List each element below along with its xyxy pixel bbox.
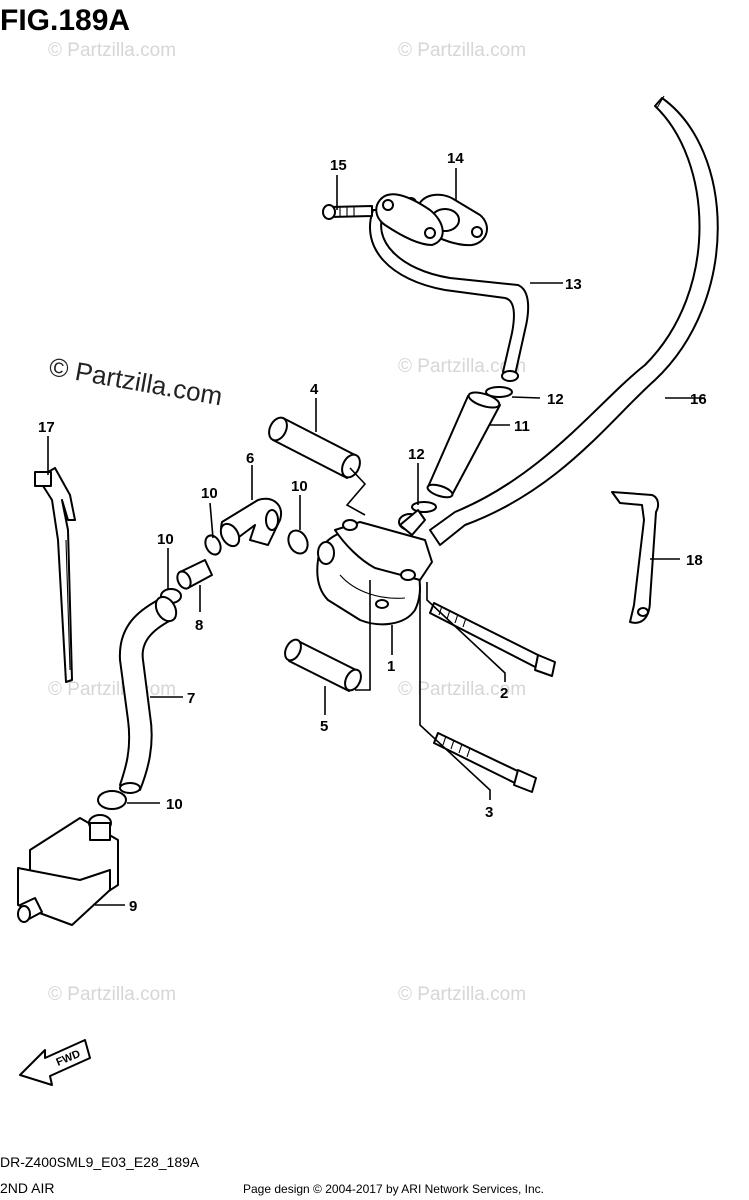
callout-7[interactable]: 7 <box>187 690 195 707</box>
part-10-clamp[interactable] <box>97 790 127 810</box>
watermark: © Partzilla.com <box>398 679 526 700</box>
callout-10-c[interactable]: 10 <box>157 531 174 548</box>
part-1-valve[interactable] <box>316 509 433 626</box>
part-6-elbow[interactable] <box>217 497 283 550</box>
part-7-hose[interactable] <box>118 593 180 794</box>
callout-12-lower[interactable]: 12 <box>408 446 425 463</box>
callout-5[interactable]: 5 <box>320 718 328 735</box>
part-3-bolt[interactable] <box>433 732 537 793</box>
page-credit: Page design © 2004-2017 by ARI Network S… <box>243 1182 544 1196</box>
part-17-cable-tie[interactable] <box>34 467 76 683</box>
fwd-arrow: FWD <box>19 1039 91 1086</box>
watermark: © Partzilla.com <box>398 356 526 377</box>
watermark: © Partzilla.com <box>48 40 176 61</box>
part-2-bolt[interactable] <box>429 602 556 677</box>
part-10-clamp[interactable] <box>285 527 311 556</box>
callout-17[interactable]: 17 <box>38 419 55 436</box>
part-12-clamp-lower[interactable] <box>411 501 437 513</box>
model-code: DR-Z400SML9_E03_E28_189A <box>0 1154 200 1170</box>
part-5-hose[interactable] <box>282 637 364 693</box>
callout-8[interactable]: 8 <box>195 617 203 634</box>
watermark: © Partzilla.com <box>398 40 526 61</box>
callout-14[interactable]: 14 <box>447 150 464 167</box>
callout-13[interactable]: 13 <box>565 276 582 293</box>
part-16-hose[interactable] <box>429 95 719 546</box>
part-10-clamp[interactable] <box>202 533 223 557</box>
callout-2[interactable]: 2 <box>500 685 508 702</box>
callout-10-d[interactable]: 10 <box>166 796 183 813</box>
callout-18[interactable]: 18 <box>686 552 703 569</box>
callout-9[interactable]: 9 <box>129 898 137 915</box>
callout-12-upper[interactable]: 12 <box>547 391 564 408</box>
watermark-large: © Partzilla.com <box>47 351 225 411</box>
callout-10-b[interactable]: 10 <box>291 478 308 495</box>
part-4-hose[interactable] <box>266 415 364 481</box>
callout-4[interactable]: 4 <box>310 381 319 398</box>
callout-16[interactable]: 16 <box>690 391 707 408</box>
part-13-pipe[interactable] <box>369 209 530 382</box>
callout-11[interactable]: 11 <box>514 418 530 435</box>
callout-labels: 15 14 13 16 12 11 12 4 6 10 10 10 8 7 10… <box>38 150 707 915</box>
leader-lines <box>47 168 705 906</box>
callout-6[interactable]: 6 <box>246 450 254 467</box>
watermark: © Partzilla.com <box>398 984 526 1005</box>
section-name: 2ND AIR <box>0 1180 54 1196</box>
part-12-clamp-upper[interactable] <box>485 386 513 398</box>
part-18-bracket[interactable] <box>611 491 660 624</box>
callout-15[interactable]: 15 <box>330 157 347 174</box>
callout-3[interactable]: 3 <box>485 804 493 821</box>
part-15-bolt[interactable] <box>322 204 373 220</box>
part-11-hose[interactable] <box>426 389 501 499</box>
part-9-filter[interactable] <box>17 814 119 926</box>
callout-1[interactable]: 1 <box>387 658 395 675</box>
figure-title: FIG.189A <box>0 4 130 37</box>
part-13-flange <box>375 193 444 246</box>
watermark: © Partzilla.com <box>48 984 176 1005</box>
part-8-pipe[interactable] <box>175 559 213 591</box>
callout-10-a[interactable]: 10 <box>201 485 218 502</box>
